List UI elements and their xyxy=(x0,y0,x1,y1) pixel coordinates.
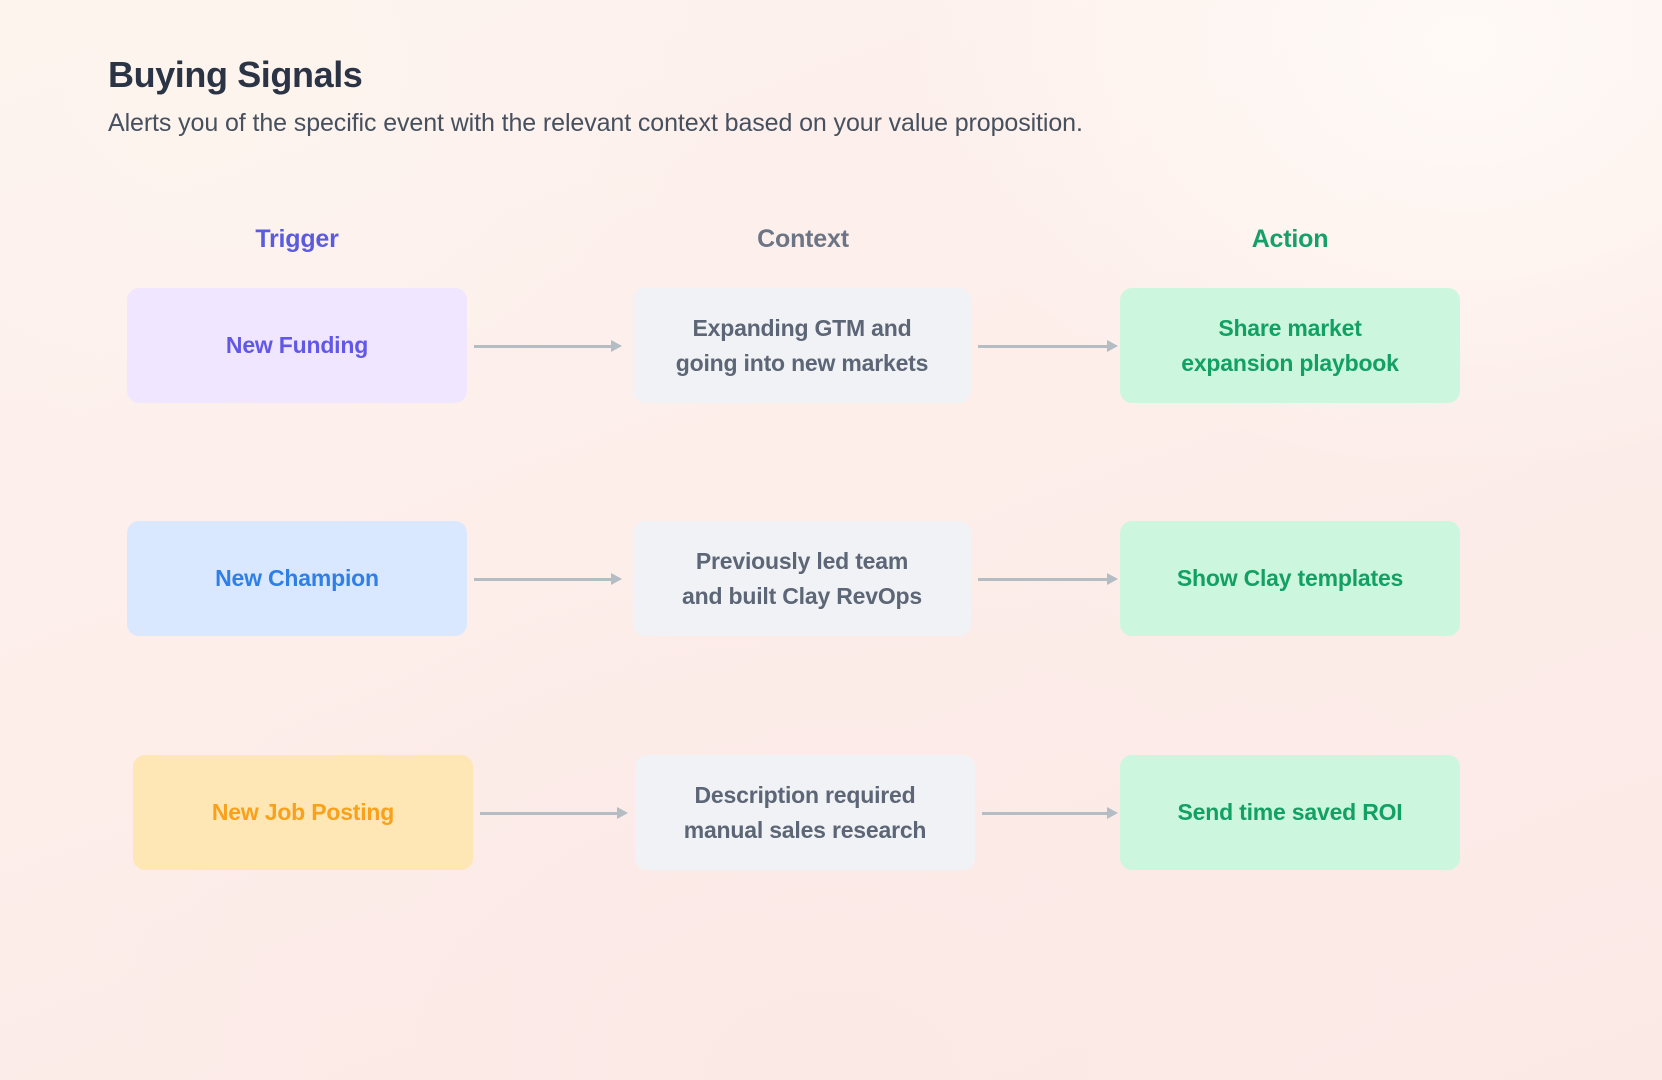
trigger-card-label: New Job Posting xyxy=(211,799,395,826)
arrow-shaft xyxy=(982,812,1108,815)
arrow-head xyxy=(611,573,622,585)
page-subtitle: Alerts you of the specific event with th… xyxy=(108,109,1083,137)
trigger-card-new-job-posting[interactable]: New Job Posting xyxy=(133,755,473,870)
action-card-label: Share market expansion playbook xyxy=(1181,315,1399,376)
arrow-shaft xyxy=(978,578,1108,581)
column-header-action: Action xyxy=(1251,225,1329,253)
page-title: Buying Signals xyxy=(108,54,363,95)
flow-row: New Funding Expanding GTM and going into… xyxy=(0,288,1662,408)
arrow-head xyxy=(611,340,622,352)
context-card-label: Expanding GTM and going into new markets xyxy=(675,315,929,376)
arrow-shaft xyxy=(474,345,612,348)
arrow-shaft xyxy=(978,345,1108,348)
arrow-shaft xyxy=(480,812,618,815)
context-card[interactable]: Expanding GTM and going into new markets xyxy=(633,288,971,403)
arrow-head xyxy=(617,807,628,819)
arrow-context-to-action-icon xyxy=(978,573,1118,585)
column-header-trigger: Trigger xyxy=(255,225,339,253)
arrow-context-to-action-icon xyxy=(982,807,1118,819)
context-card[interactable]: Description required manual sales resear… xyxy=(635,755,975,870)
arrow-head xyxy=(1107,573,1118,585)
arrow-shaft xyxy=(474,578,612,581)
arrow-context-to-action-icon xyxy=(978,340,1118,352)
context-card-label: Previously led team and built Clay RevOp… xyxy=(682,548,922,609)
arrow-head xyxy=(1107,340,1118,352)
flow-row: New Job Posting Description required man… xyxy=(0,755,1662,875)
context-card-label: Description required manual sales resear… xyxy=(683,782,927,843)
action-card-label: Send time saved ROI xyxy=(1177,799,1403,826)
arrow-trigger-to-context-icon xyxy=(474,573,622,585)
trigger-card-new-funding[interactable]: New Funding xyxy=(127,288,467,403)
arrow-trigger-to-context-icon xyxy=(480,807,628,819)
action-card[interactable]: Show Clay templates xyxy=(1120,521,1460,636)
trigger-card-label: New Funding xyxy=(225,332,369,359)
trigger-card-new-champion[interactable]: New Champion xyxy=(127,521,467,636)
context-card[interactable]: Previously led team and built Clay RevOp… xyxy=(633,521,971,636)
action-card[interactable]: Share market expansion playbook xyxy=(1120,288,1460,403)
header: Buying Signals Alerts you of the specifi… xyxy=(108,52,1508,140)
arrow-trigger-to-context-icon xyxy=(474,340,622,352)
action-card-label: Show Clay templates xyxy=(1176,565,1404,592)
column-headers: Trigger Context Action xyxy=(0,222,1662,262)
flow-row: New Champion Previously led team and bui… xyxy=(0,521,1662,641)
trigger-card-label: New Champion xyxy=(215,565,379,592)
action-card[interactable]: Send time saved ROI xyxy=(1120,755,1460,870)
arrow-head xyxy=(1107,807,1118,819)
column-header-context: Context xyxy=(757,225,849,253)
